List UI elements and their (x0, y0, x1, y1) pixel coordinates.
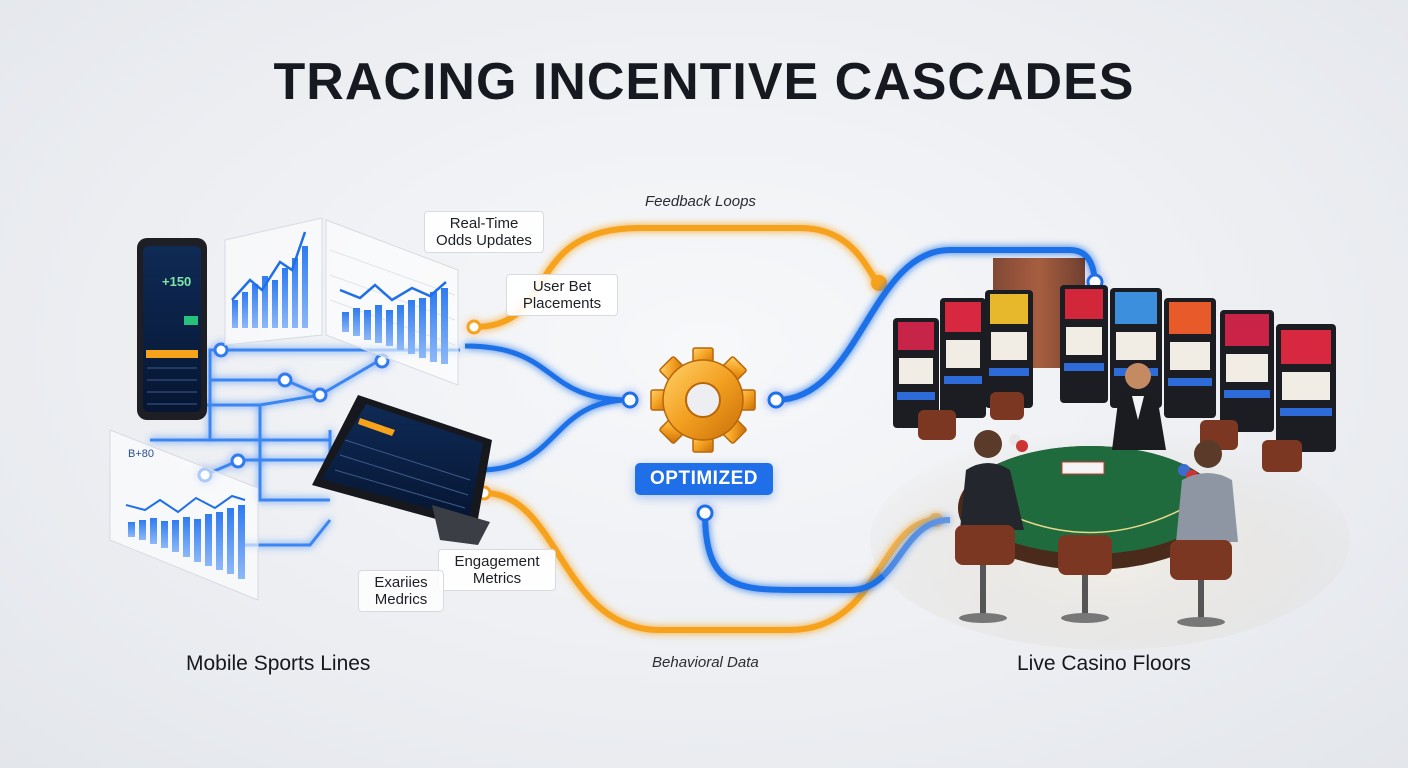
gear-icon (650, 347, 756, 453)
player-icon (955, 430, 1024, 623)
tablet-icon (312, 395, 492, 545)
callout-real-time-odds: Real-Time Odds Updates (424, 211, 544, 253)
page-title: TRACING INCENTIVE CASCADES (273, 53, 1135, 111)
dealer-icon (1112, 363, 1166, 450)
chart-panel-upper (224, 217, 323, 346)
optimized-badge: OPTIMIZED (635, 463, 773, 495)
slot-machine-icon (893, 285, 1336, 452)
empty-chair (1058, 535, 1112, 623)
phone-odds-text: +150 (162, 274, 192, 289)
callout-engagement-metrics: Engagement Metrics (438, 549, 556, 591)
casino-floor-scene (870, 258, 1350, 650)
chart-small-label: B+80 (128, 448, 154, 460)
player-icon (1170, 440, 1238, 627)
callout-exariies-medrics: Exariies Medrics (358, 570, 444, 612)
chart-panel-main (325, 219, 459, 386)
callout-user-bet-placements: User Bet Placements (506, 274, 618, 316)
smartphone-icon (137, 238, 207, 420)
label-behavioral-data: Behavioral Data (652, 654, 759, 671)
label-feedback-loops: Feedback Loops (645, 193, 756, 210)
blackjack-table (958, 434, 1222, 570)
chart-panel-lower (109, 429, 259, 601)
label-live-casino-floors: Live Casino Floors (1017, 652, 1191, 675)
label-mobile-sports-lines: Mobile Sports Lines (186, 652, 371, 675)
